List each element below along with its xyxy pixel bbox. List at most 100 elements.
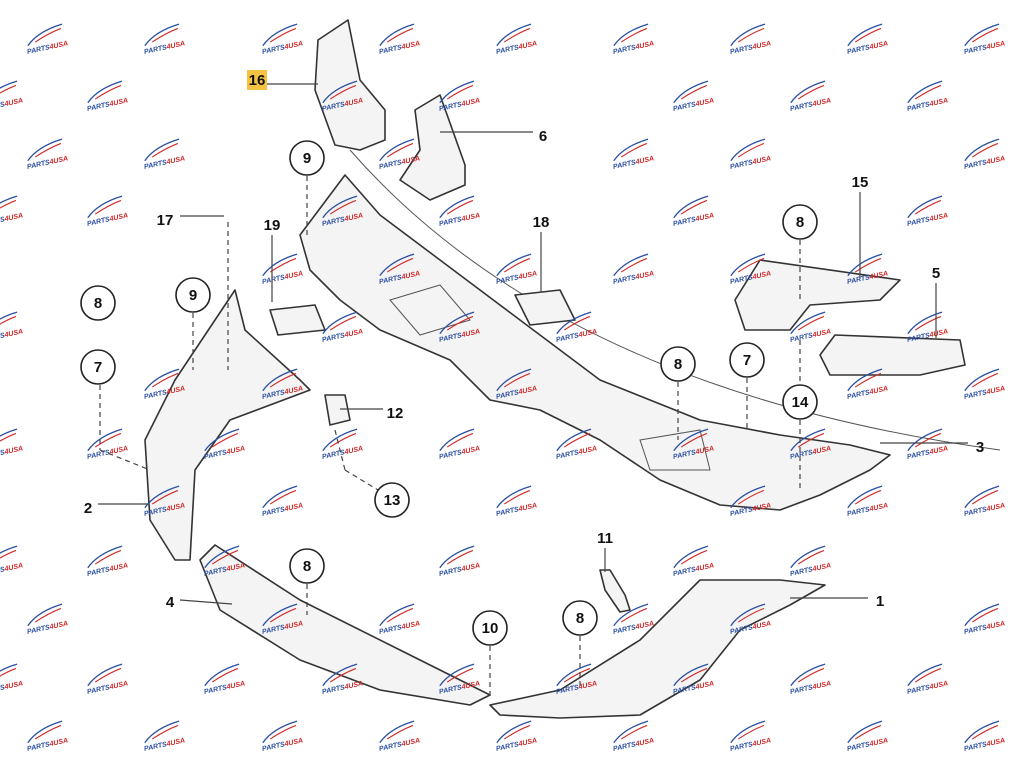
leader-line (334, 429, 346, 471)
callout-label: 19 (264, 217, 281, 234)
svg-text:PARTS4USA: PARTS4USA (321, 97, 363, 113)
callout-13[interactable]: 13 (334, 429, 410, 518)
watermark-logo: PARTS4USA (672, 428, 715, 461)
callout-circle (175, 277, 211, 313)
part-2[interactable] (144, 289, 311, 561)
callout-10[interactable]: 10 (472, 610, 508, 700)
callout-circle (80, 349, 116, 385)
callout-label: 8 (796, 214, 804, 231)
callout-5[interactable]: 5 (932, 265, 940, 338)
callout-label: 8 (674, 356, 682, 373)
callout-1[interactable]: 1 (790, 593, 884, 610)
part-4[interactable] (199, 544, 491, 706)
part-19[interactable] (269, 304, 326, 336)
svg-text:PARTS4USA: PARTS4USA (86, 445, 128, 461)
watermark-logo: PARTS4USA (26, 23, 69, 56)
callout-label: 8 (303, 558, 311, 575)
callout-label: 7 (743, 352, 751, 369)
watermark-logo: PARTS4USA (143, 23, 186, 56)
watermark-logo: PARTS4USA (378, 253, 421, 286)
svg-text:PARTS4USA: PARTS4USA (729, 270, 771, 286)
svg-text:PARTS4USA: PARTS4USA (963, 155, 1005, 171)
callout-19[interactable]: 19 (264, 217, 281, 302)
callout-18[interactable]: 18 (533, 214, 550, 292)
svg-text:PARTS4USA: PARTS4USA (26, 155, 68, 171)
part-6[interactable] (399, 94, 466, 201)
svg-text:PARTS4USA: PARTS4USA (438, 328, 480, 344)
callout-6[interactable]: 6 (440, 128, 547, 145)
callout-12[interactable]: 12 (340, 405, 403, 422)
watermark-logo: PARTS4USA (143, 720, 186, 753)
svg-text:PARTS4USA: PARTS4USA (261, 40, 303, 56)
svg-text:PARTS4USA: PARTS4USA (0, 562, 24, 578)
svg-text:PARTS4USA: PARTS4USA (143, 385, 185, 401)
callout-16[interactable]: 16 (247, 70, 318, 90)
svg-text:PARTS4USA: PARTS4USA (555, 680, 597, 696)
callout-14[interactable]: 14 (782, 340, 818, 490)
part-5[interactable] (819, 334, 966, 376)
watermark-logo: PARTS4USA (906, 428, 949, 461)
svg-text:PARTS4USA: PARTS4USA (906, 212, 948, 228)
callout-11[interactable]: 11 (597, 530, 613, 572)
callout-9[interactable]: 9 (175, 277, 211, 370)
watermark-logo: PARTS4USA (378, 23, 421, 56)
watermark-logo: PARTS4USA (612, 720, 655, 753)
callout-label: 15 (852, 174, 869, 191)
callout-7[interactable]: 7 (80, 349, 151, 471)
svg-text:PARTS4USA: PARTS4USA (0, 97, 24, 113)
callout-15[interactable]: 15 (852, 174, 869, 278)
callout-8[interactable]: 8 (562, 600, 598, 690)
svg-text:PARTS4USA: PARTS4USA (846, 270, 888, 286)
watermark-logo: PARTS4USA (438, 545, 481, 578)
callout-9[interactable]: 9 (289, 140, 325, 235)
callout-2[interactable]: 2 (84, 500, 148, 517)
watermark-logo: PARTS4USA (729, 23, 772, 56)
part-16[interactable] (314, 19, 386, 151)
watermark-logo: PARTS4USA (86, 663, 129, 696)
svg-text:PARTS4USA: PARTS4USA (906, 97, 948, 113)
part-18[interactable] (514, 289, 576, 326)
svg-text:PARTS4USA: PARTS4USA (143, 737, 185, 753)
callout-8[interactable]: 8 (289, 548, 325, 615)
svg-text:PARTS4USA: PARTS4USA (495, 270, 537, 286)
watermark-logo: PARTS4USA (963, 23, 1006, 56)
callout-8[interactable]: 8 (660, 346, 696, 440)
callout-7[interactable]: 7 (729, 342, 765, 430)
svg-text:PARTS4USA: PARTS4USA (261, 385, 303, 401)
part-12[interactable] (324, 394, 351, 426)
callout-label: 9 (189, 287, 197, 304)
watermark-layer: PARTS4USA PARTS4USA PARTS4USA PARTS4USA PART… (0, 23, 1006, 753)
svg-text:PARTS4USA: PARTS4USA (789, 445, 831, 461)
part-1[interactable] (489, 579, 826, 719)
svg-text:PARTS4USA: PARTS4USA (261, 270, 303, 286)
callout-17[interactable]: 17 (157, 212, 229, 370)
callout-3[interactable]: 3 (880, 439, 984, 456)
svg-text:PARTS4USA: PARTS4USA (495, 502, 537, 518)
watermark-logo: PARTS4USA (261, 603, 304, 636)
part-3[interactable] (299, 174, 891, 511)
watermark-logo: PARTS4USA (495, 23, 538, 56)
watermark-logo: PARTS4USA (143, 485, 186, 518)
svg-text:PARTS4USA: PARTS4USA (963, 40, 1005, 56)
callout-4[interactable]: 4 (166, 594, 233, 611)
watermark-logo: PARTS4USA (906, 311, 949, 344)
svg-text:PARTS4USA: PARTS4USA (378, 620, 420, 636)
callout-8[interactable]: 8 (782, 204, 818, 300)
svg-text:PARTS4USA: PARTS4USA (86, 97, 128, 113)
svg-text:PARTS4USA: PARTS4USA (789, 97, 831, 113)
watermark-logo: PARTS4USA (495, 253, 538, 286)
part-11[interactable] (599, 569, 631, 613)
callout-8[interactable]: 8 (80, 285, 116, 321)
watermark-logo: PARTS4USA (0, 663, 24, 696)
part-15[interactable] (734, 259, 901, 331)
callout-label: 2 (84, 500, 92, 517)
watermark-logo: PARTS4USA (0, 428, 24, 461)
svg-text:PARTS4USA: PARTS4USA (143, 502, 185, 518)
callout-circle (374, 482, 410, 518)
svg-text:PARTS4USA: PARTS4USA (672, 212, 714, 228)
svg-text:PARTS4USA: PARTS4USA (963, 385, 1005, 401)
svg-text:PARTS4USA: PARTS4USA (143, 40, 185, 56)
svg-text:PARTS4USA: PARTS4USA (612, 155, 654, 171)
watermark-logo: PARTS4USA (0, 80, 24, 113)
callout-label: 8 (94, 295, 102, 312)
